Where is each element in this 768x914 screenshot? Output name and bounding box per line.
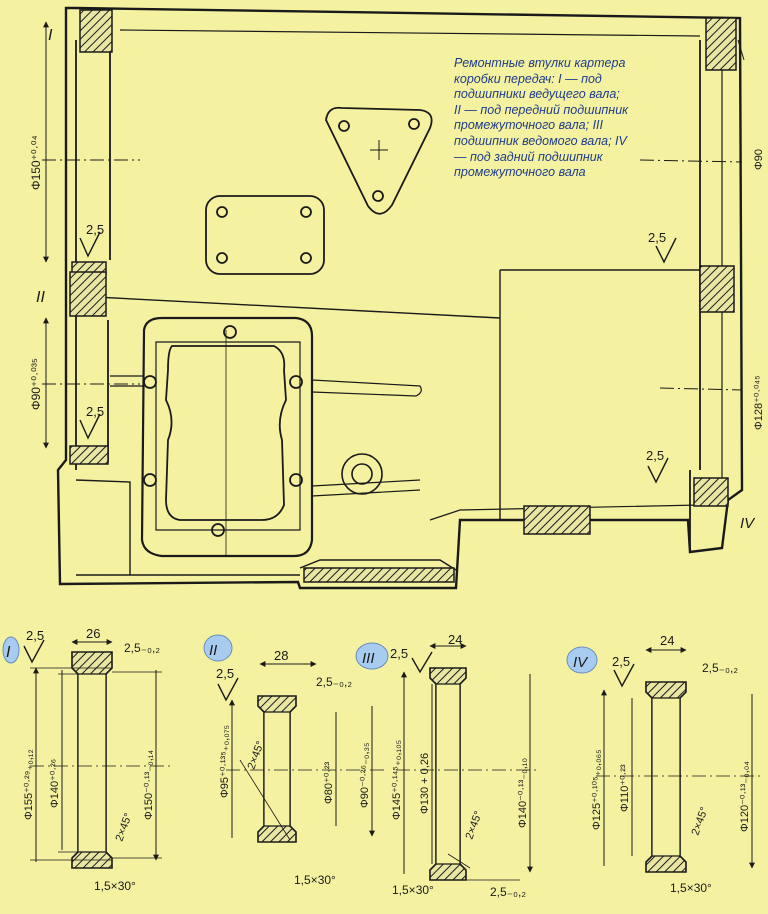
bushing-III-chamfer-bottom: 1,5×30° [392,883,434,897]
bushing-IV-wall: 2,5₋₀,₂ [702,661,738,675]
caption-line: коробки передач: I — под [454,71,602,86]
bushing-III-chamfer: 2×45° [464,809,485,841]
bushing-II-roughness: 2,5 [216,666,234,681]
housing-marker-I: I [48,27,53,44]
housing-roughness-1: 2,5 [86,222,104,237]
bushing-II-d-outer: Φ90⁻⁰·²⁶₋₀,₃₅ [359,743,371,808]
bushing-III-d-outer-flange: Φ145⁺⁰·¹⁴⁵₊₀,₁₀₅ [391,740,403,820]
bushing-III-d-inner: Φ130 + 0,26 [419,753,431,814]
housing-roughness-3: 2,5 [648,230,666,245]
figure-caption: Ремонтные втулки картера коробки передач… [454,56,684,181]
housing-marker-IV: IV [740,515,756,532]
housing-marker-II: II [36,289,45,306]
caption-line: II — под передний подшипник [454,102,629,117]
housing-dim-150: Φ150⁺⁰·⁰⁴ [29,135,43,190]
bushing-II-d-inner: Φ80⁺⁰·²³ [323,761,335,804]
bushing-IV-width: 24 [660,633,674,648]
bushing-I-d-outer: Φ150⁻⁰·¹³₋₀,₁₄ [143,750,155,820]
bushing-IV-chamfer-bottom: 1,5×30° [670,881,712,895]
bushing-III-d-outer: Φ140⁻⁰·¹³₋₀,₁₀ [517,758,529,828]
bushing-I-chamfer-bottom: 1,5×30° [94,879,136,893]
bushing-I-width: 26 [86,626,100,641]
bushing-IV-d-outer: Φ120⁻⁰·¹³₋₀,₀₄ [739,761,751,832]
bushing-II-wall: 2,5₋₀,₂ [316,675,352,689]
housing-roughness-2: 2,5 [86,404,104,419]
inspection-window [110,316,422,558]
caption-line: Ремонтные втулки картера [454,56,626,70]
bushing-IV-detail: IV 2,5 24 2,5₋₀,₂ Φ125⁺⁰·¹⁰⁵₊₀,₀₆₅ Φ110⁺… [566,633,760,895]
caption-line: подшипники ведущего вала; [454,87,620,102]
bushing-III-wall-bottom: 2,5₋₀,₂ [490,885,526,899]
bushing-I-detail: I 2,5 26 2,5₋₀,₂ Φ155⁺⁰·²⁹₊₀,₁₂ Φ140⁺⁰·²… [2,626,170,893]
bushing-III-label: III [362,650,375,667]
gearbox-housing [56,6,744,590]
bushing-IV-label: IV [573,654,589,671]
caption-line: промежуточного вала; III [454,118,603,133]
triangular-cover-plate [325,106,433,215]
bushing-I-roughness: 2,5 [26,628,44,643]
bushing-II-width: 28 [274,648,288,663]
housing-dim-right-top: Φ90 [753,149,765,170]
bushing-II-detail: II 2,5 28 2,5₋₀,₂ Φ95⁺⁰·¹³⁵₊₀,₀₇₅ Φ80⁺⁰·… [203,634,384,887]
bushing-IV-chamfer: 2×45° [690,805,711,837]
bushing-I-wall: 2,5₋₀,₂ [124,641,160,655]
bushing-IV-d-inner: Φ110⁺⁰·²³ [619,764,631,812]
bushing-III-roughness: 2,5 [390,646,408,661]
housing-bushing-sections [69,9,737,583]
bushing-I-d-outer-flange: Φ155⁺⁰·²⁹₊₀,₁₂ [23,749,35,820]
bushing-IV-d-outer-flange: Φ125⁺⁰·¹⁰⁵₊₀,₀₆₅ [591,749,603,830]
housing-dimensions [42,21,745,484]
housing-roughness-4: 2,5 [646,448,664,463]
caption-line: — под задний подшипник [454,149,603,164]
bushing-I-chamfer: 2×45° [114,811,135,843]
housing-dim-90: Φ90⁺⁰·⁰³⁵ [29,358,43,410]
bushing-III-width: 24 [448,632,462,647]
bushing-II-label: II [209,642,217,659]
housing-dim-right-mid: Φ128⁺⁰·⁰⁴⁵ [753,375,765,430]
bushing-I-label: I [6,644,11,661]
bushing-IV-roughness: 2,5 [612,654,630,669]
caption-line: промежуточного вала [454,165,586,180]
bushing-III-detail: III 2,5 24 Φ145⁺⁰·¹⁴⁵₊₀,₁₀₅ Φ130 + 0,26 … [355,632,540,899]
square-cover-plate [205,195,325,275]
bushing-I-d-inner: Φ140⁺⁰·²⁶ [49,759,61,808]
bushing-II-d-outer-flange: Φ95⁺⁰·¹³⁵₊₀,₀₇₅ [219,725,231,798]
caption-line: подшипник ведомого вала; IV [454,133,627,148]
shaft-boss [311,453,421,497]
bushing-II-chamfer-bottom: 1,5×30° [294,873,336,887]
